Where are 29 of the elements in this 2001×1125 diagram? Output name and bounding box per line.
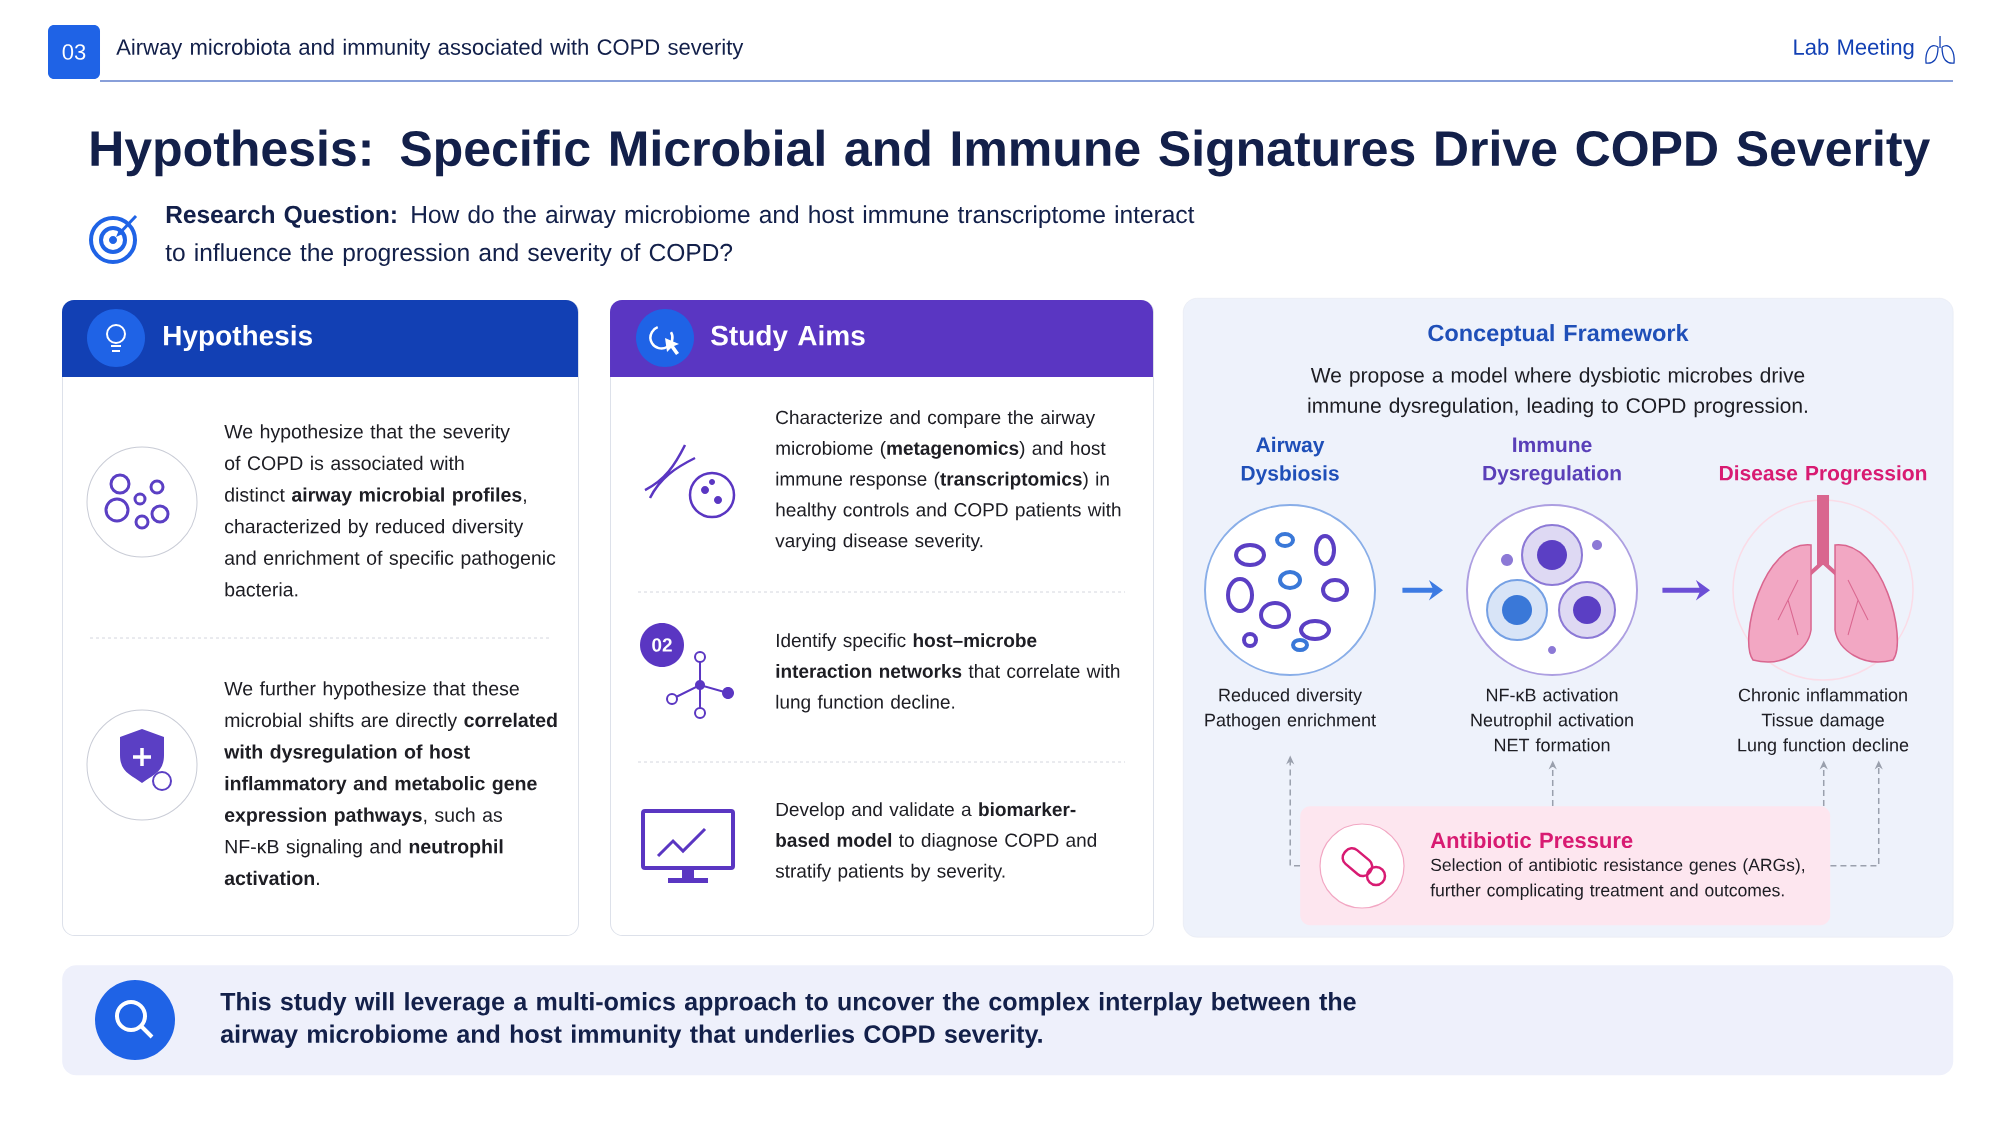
stage-heading: Airway Dysbiosis: [1241, 436, 1339, 485]
item-text: Characterize and compare the airway microbiome (metagenomics) and host immune response (transcriptomics) in healthy controls and COPD patients with varying disease severity.: [775, 410, 1121, 552]
number-badge: 02: [640, 623, 684, 667]
item-text: Identify specific host–microbe interaction networks that correlate with lung function decline.: [776, 633, 1120, 713]
stage-text: Reduced diversity: [1219, 688, 1362, 705]
stage-text: Tissue damage: [1761, 713, 1884, 730]
panel-heading: Hypothesis: [164, 324, 312, 352]
stage-heading: Disease Progression: [1719, 465, 1927, 485]
stage-text: NF-κB activation: [1487, 688, 1618, 702]
callout-text: Selection of antibiotic resistance genes (ARGs), further complicating treatment and outcomes.: [1430, 858, 1805, 900]
title: Hypothesis: Specific Microbial and Immune Signatures Drive COPD Severity: [91, 129, 1931, 177]
header-text: Lab Meeting: [1794, 38, 1914, 60]
description-text: We propose a model where dysbiotic microbes drive immune dysregulation, leading to COPD progression.: [1308, 367, 1807, 418]
callout-heading: Antibiotic Pressure: [1430, 831, 1633, 849]
item-text: We further hypothesize that these microbial shifts are directly correlated with dysregulation of host inflammatory and metabolic gene expression pathways, such as NF-κB signaling and neutrophil activation.: [224, 681, 557, 886]
stage-text: Pathogen enrichment: [1205, 713, 1376, 730]
item-text: We hypothesize that the severity of COPD is associated with distinct airway microbial profiles, characterized by reduced diversity and enrichment of specific pathogenic bacteria.: [224, 424, 556, 597]
panel-heading: Study Aims: [711, 324, 865, 352]
header-text: Airway microbiota and immunity associated with COPD severity: [116, 38, 744, 60]
number-badge: 03: [48, 25, 100, 79]
stage-text: Chronic inflammation: [1738, 688, 1907, 702]
question-text: Research Question: How do the airway microbiome and host immune transcriptome interact to influence the progression and severity of COPD?: [165, 205, 1195, 267]
summary-text: This study will leverage a multi-omics approach to uncover the complex interplay between the airway microbiome and host immunity that underlies COPD severity.: [220, 992, 1356, 1048]
stage-text: Neutrophil activation: [1471, 713, 1633, 730]
stage-text: Lung function decline: [1738, 738, 1909, 755]
panel-heading: Conceptual Framework: [1428, 324, 1689, 346]
stage-text: NET formation: [1495, 738, 1610, 752]
stage-heading: Immune Dysregulation: [1483, 437, 1621, 485]
item-text: Develop and validate a biomarker-based model to diagnose COPD and stratify patients by severity.: [775, 802, 1096, 882]
